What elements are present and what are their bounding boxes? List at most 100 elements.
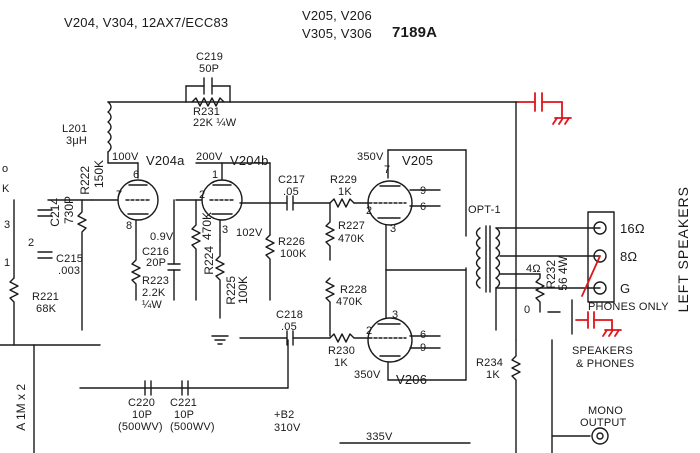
label-l201-value: 3μH (66, 135, 87, 147)
pin-v206-grid: 2 (366, 325, 373, 337)
tube-types-right-line1: V205, V206 (302, 8, 372, 23)
label-c217-value: .05 (283, 186, 299, 198)
pin-v204b-plate: 1 (212, 169, 219, 181)
label-r234-ref: R234 (476, 357, 504, 369)
tube-v206 (368, 318, 412, 362)
label-r225-value: 100K (236, 276, 250, 305)
label-cathode-voltage-a: 0.9V (150, 231, 174, 243)
label-r230-value: 1K (334, 357, 348, 369)
pin-v206-p6: 6 (420, 329, 427, 341)
label-r228-ref: R228 (340, 284, 368, 296)
label-r227-value: 470K (338, 233, 365, 245)
terminal-8 (594, 250, 606, 262)
annotation-red-gnd-h2 (559, 118, 563, 124)
resistor-r228 (326, 278, 334, 336)
terminal-block (588, 212, 614, 302)
label-terminal-g: G (620, 281, 631, 296)
resistor-r226 (266, 235, 274, 300)
inductor-l201 (108, 102, 111, 152)
transformer-opt1-primary (477, 228, 481, 288)
label-c219-ref: C219 (196, 51, 224, 63)
label-r229-ref: R229 (330, 174, 358, 186)
resistor-r229 (330, 199, 354, 207)
label-r223-ref: R223 (142, 275, 170, 287)
label-r230-ref: R230 (328, 345, 356, 357)
label-r232-value: 56 4W (556, 256, 570, 291)
label-phones-only: PHONES ONLY (588, 301, 669, 313)
tube-types-left: V204, V304, 12AX7/ECC83 (64, 15, 229, 30)
pin-v204a-cathode: 8 (126, 220, 133, 232)
mono-output-jack-inner (597, 433, 603, 439)
pin-v204b-cathode: 3 (222, 224, 229, 236)
resistor-r224 (192, 200, 200, 300)
label-c219-value: 50P (199, 63, 220, 75)
resistor-r225 (216, 240, 224, 318)
pin-v205-p6: 6 (420, 201, 427, 213)
label-b2-value: 310V (274, 422, 301, 434)
label-r229-value: 1K (338, 186, 352, 198)
label-terminal-8: 8Ω (620, 249, 638, 264)
label-r234-value: 1K (486, 369, 500, 381)
pin-v206-top: 3 (392, 309, 399, 321)
label-c215-ref: C215 (56, 253, 84, 265)
label-v204a-voltage: 100V (112, 151, 139, 163)
pin-v205-cathode: 3 (390, 223, 397, 235)
pin-v204b-grid: 2 (199, 189, 206, 201)
annotation-red-gnd-h1 (553, 118, 557, 124)
label-v205-ref: V205 (402, 153, 434, 168)
label-r224-value: 470K (200, 212, 214, 241)
label-r226-value: 100K (280, 248, 307, 260)
label-r231-ref: R231 (193, 106, 221, 118)
label-l201-ref: L201 (62, 123, 88, 135)
label-tap-4: 4Ω (526, 263, 541, 275)
label-c214-ref: C214 (48, 198, 62, 227)
label-r224-ref: R224 (202, 246, 216, 275)
switch-pos-2: 2 (28, 237, 35, 249)
resistor-r234 (512, 340, 520, 453)
label-mono-output-1: MONO (588, 405, 624, 417)
label-c214-value: 730P (62, 196, 76, 225)
label-mono-output-2: OUTPUT (580, 417, 627, 429)
label-speakers-phones-2: & PHONES (576, 358, 635, 370)
pin-v204a-plate: 6 (133, 169, 140, 181)
label-b2-ref: +B2 (274, 409, 295, 421)
annotation-red-gnd2-h1 (603, 330, 607, 336)
label-c216-ref: C216 (142, 246, 170, 258)
label-opt1: OPT-1 (468, 204, 501, 216)
label-cathode-voltage-b: 102V (236, 227, 263, 239)
label-c221-rating: (500WV) (170, 421, 215, 433)
label-terminal-16: 16Ω (620, 221, 645, 236)
tube-v205 (368, 181, 412, 225)
resistor-r227 (326, 203, 334, 260)
annotation-red-gnd2-h3 (615, 330, 619, 336)
label-v204b-voltage: 200V (196, 151, 223, 163)
label-c220-rating: (500WV) (118, 421, 163, 433)
label-c218-ref: C218 (276, 309, 304, 321)
label-left-speakers: LEFT SPEAKERS (675, 186, 691, 313)
label-v204b-ref: V204b (230, 153, 269, 168)
label-v204a-ref: V204a (146, 153, 185, 168)
label-c220-value: 10P (132, 409, 153, 421)
tube-types-right-line2: V305, V306 (302, 26, 372, 41)
label-c217-ref: C217 (278, 174, 306, 186)
tube-type-7189a: 7189A (392, 24, 438, 41)
label-c221-ref: C221 (170, 397, 198, 409)
resistor-r221 (10, 278, 18, 345)
pin-v206-p9: 9 (420, 342, 427, 354)
label-a1m-x2: A 1M x 2 (14, 384, 28, 431)
pin-v205-p9: 9 (420, 185, 427, 197)
resistor-r222 (78, 200, 86, 330)
label-c220-ref: C220 (128, 397, 156, 409)
label-r223-value: 2.2K (142, 287, 166, 299)
label-v206-voltage: 350V (354, 369, 381, 381)
label-r227-ref: R227 (338, 220, 366, 232)
label-v205-voltage: 350V (357, 151, 384, 163)
switch-pos-3: 3 (4, 219, 11, 231)
annotation-red-switch-wire (582, 256, 600, 296)
label-r221-ref: R221 (32, 291, 60, 303)
label-speakers-phones-1: SPEAKERS (572, 345, 633, 357)
resistor-r230 (330, 334, 372, 342)
label-c215-value: .003 (58, 265, 81, 277)
terminal-16 (594, 222, 606, 234)
